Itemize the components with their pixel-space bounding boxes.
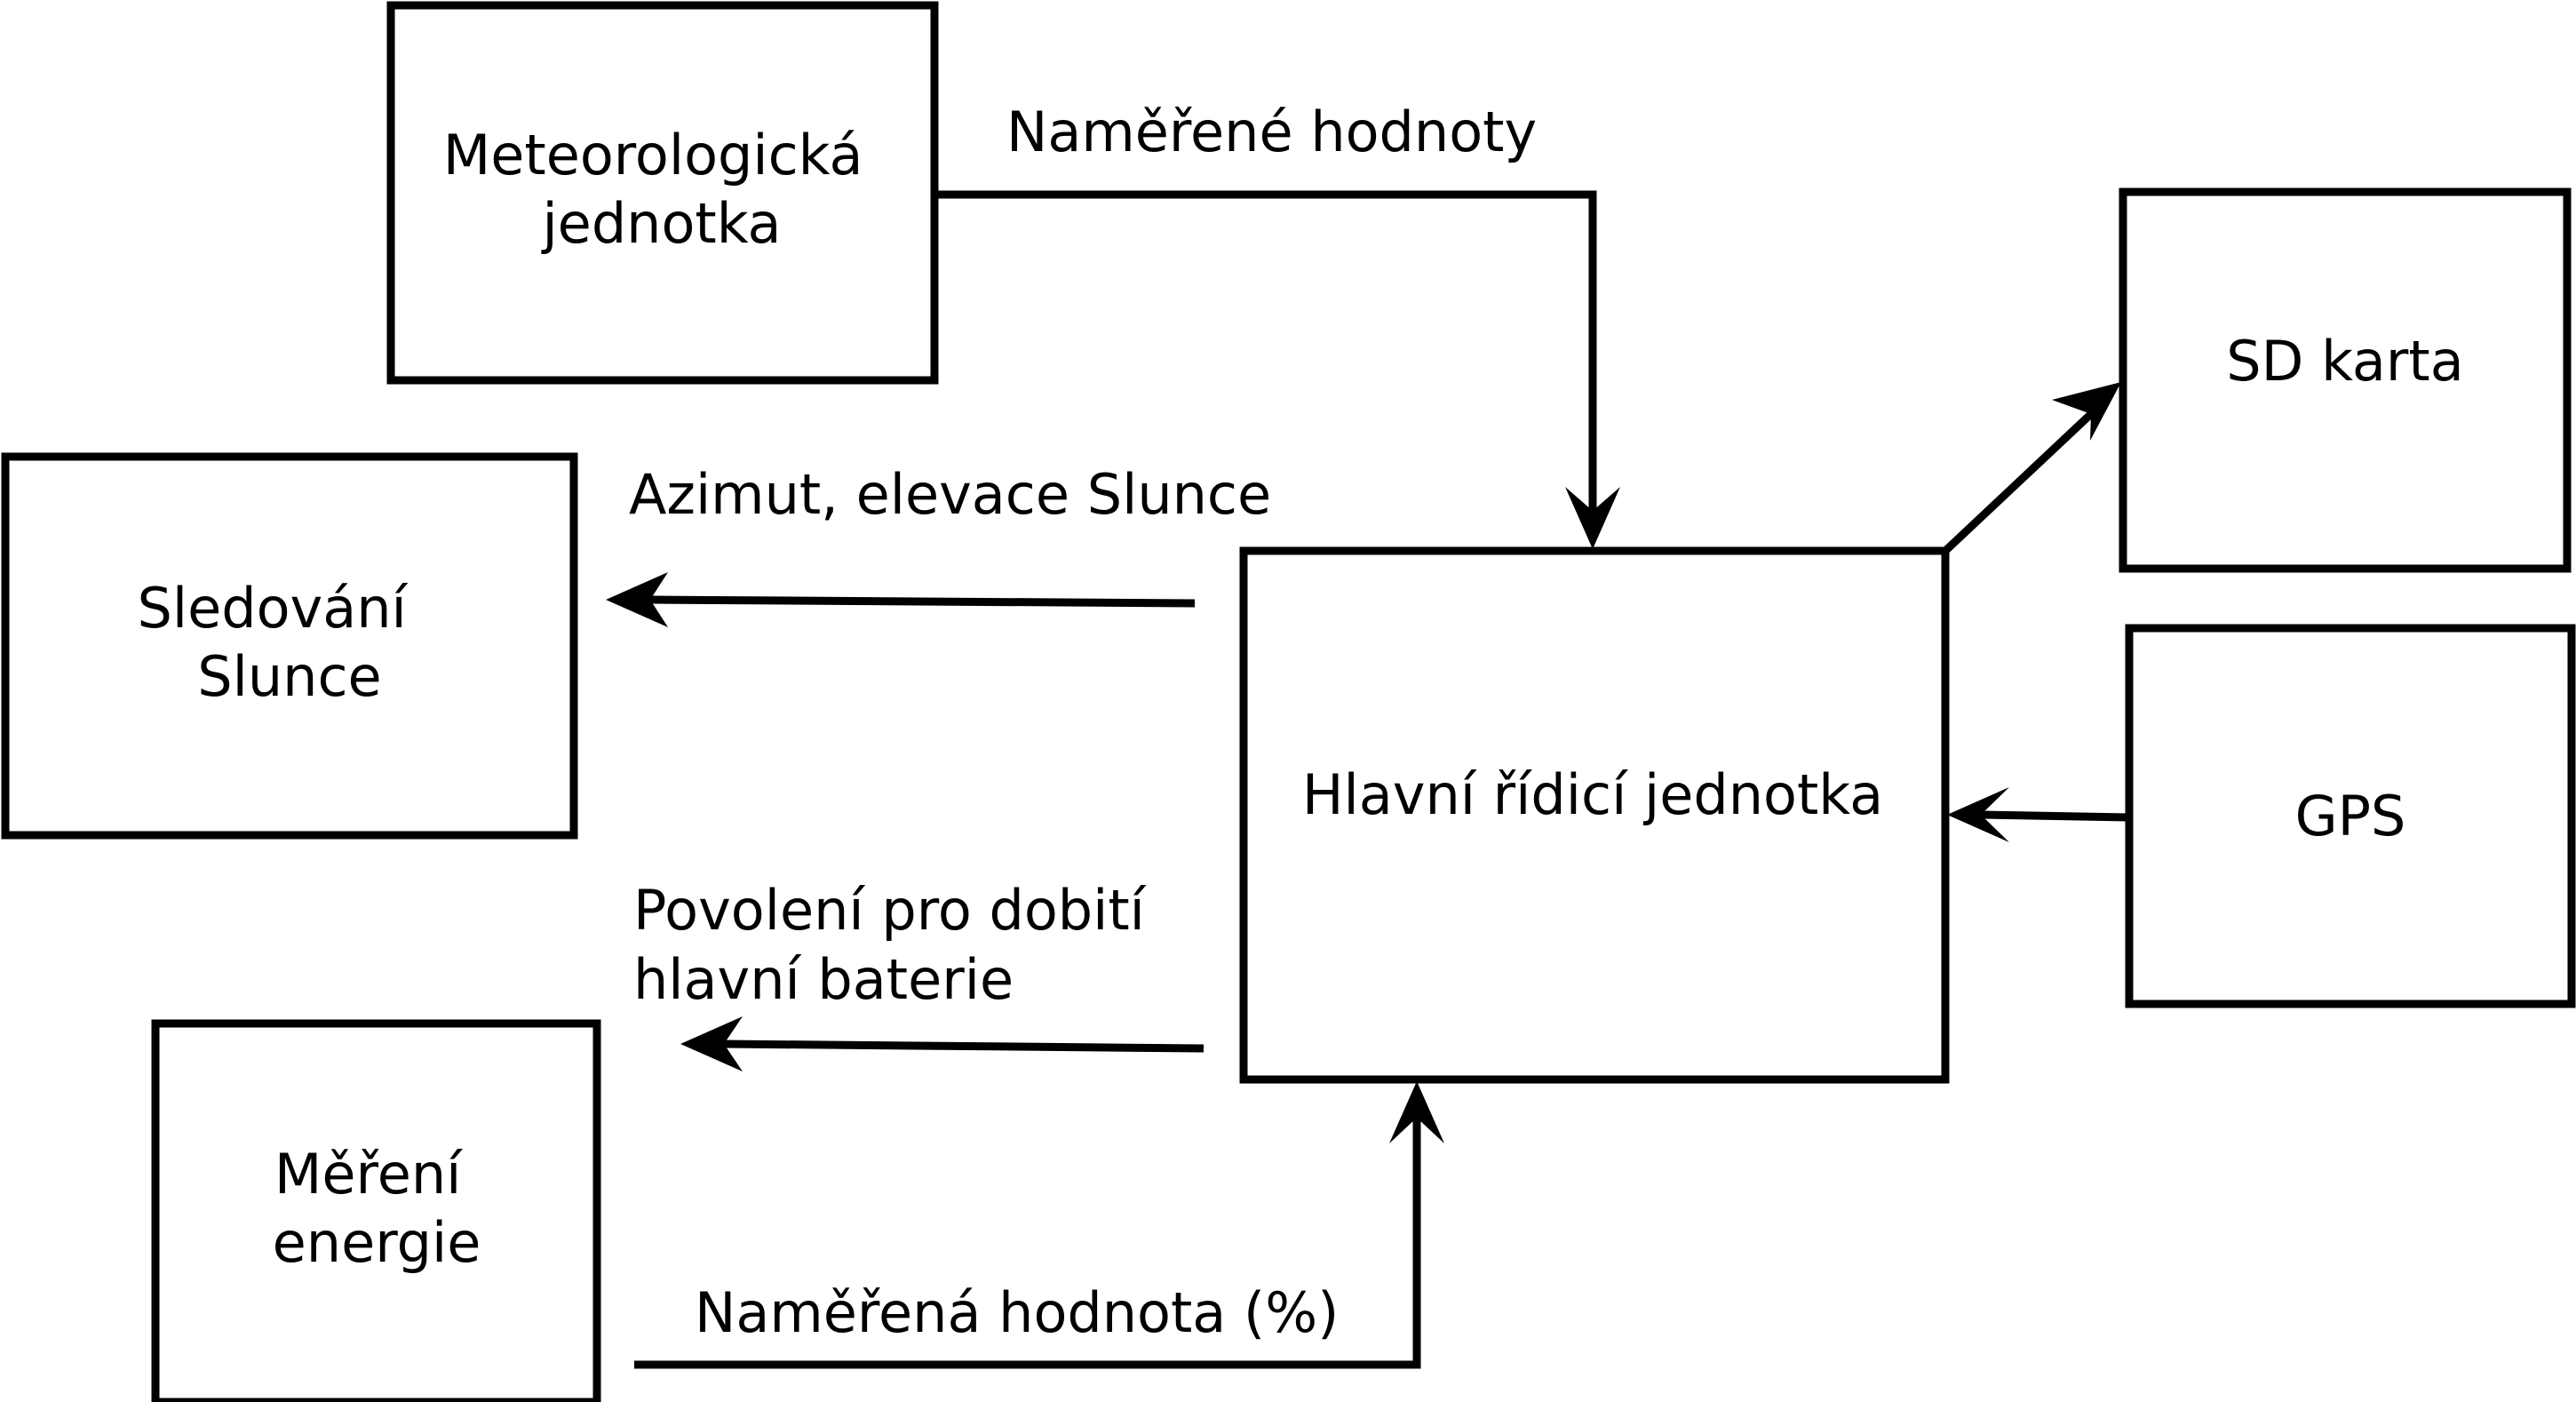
namerene-hodnoty-label: Naměřené hodnoty <box>1006 100 1537 164</box>
hlavni-label: Hlavní řídicí jednotka <box>1302 762 1883 827</box>
mereni-box <box>151 1019 601 1402</box>
meteo-to-hlavni-arrowhead <box>1565 487 1620 549</box>
povoleni-label-line-1: Povolení pro dobití <box>633 878 1147 943</box>
hlavni-to-sledovani-arrowhead <box>606 572 668 627</box>
povoleni-label-line-2: hlavní baterie <box>633 947 1014 1012</box>
hlavni-box <box>1239 546 1950 1084</box>
sledovani-label-line-2: Slunce <box>197 644 381 709</box>
sledovani-box <box>1 452 578 840</box>
mereni-label-line-2: energie <box>273 1210 481 1275</box>
gps-label: GPS <box>2295 784 2406 848</box>
mereni-to-hlavni-line <box>634 1118 1421 1369</box>
meteo-label: Meteorologická jednotka <box>443 123 880 256</box>
namerena-hodnota-label: Naměřená hodnota (%) <box>695 1280 1339 1345</box>
meteo-label-line-1: Meteorologická <box>443 123 863 187</box>
meteo-box <box>386 1 939 385</box>
mereni-label-line-1: Měření <box>274 1142 463 1207</box>
sledovani-label: Sledování Slunce <box>138 576 425 709</box>
meteo-label-line-2: jednotka <box>540 191 781 256</box>
mereni-label: Měření energie <box>273 1142 481 1275</box>
hlavni-to-sledovani-line <box>649 595 1196 608</box>
sd-box <box>2119 187 2572 573</box>
sledovani-label-line-1: Sledování <box>138 576 409 641</box>
povoleni-label: Povolení pro dobití hlavní baterie <box>633 878 1163 1012</box>
meteo-to-hlavni-line <box>934 190 1597 511</box>
mereni-to-hlavni-arrowhead <box>1389 1081 1444 1143</box>
hlavni-to-mereni-arrowhead <box>680 1016 743 1071</box>
gps-to-hlavni-arrowhead <box>1947 787 2009 842</box>
azimut-label: Azimut, elevace Slunce <box>629 462 1271 527</box>
hlavni-to-sd-line <box>1942 410 2095 554</box>
hlavni-to-sd-arrowhead <box>2052 382 2121 441</box>
sd-label: SD karta <box>2226 329 2463 394</box>
hlavni-to-mereni-line <box>723 1040 1205 1053</box>
gps-to-hlavni-line <box>1980 810 2130 822</box>
